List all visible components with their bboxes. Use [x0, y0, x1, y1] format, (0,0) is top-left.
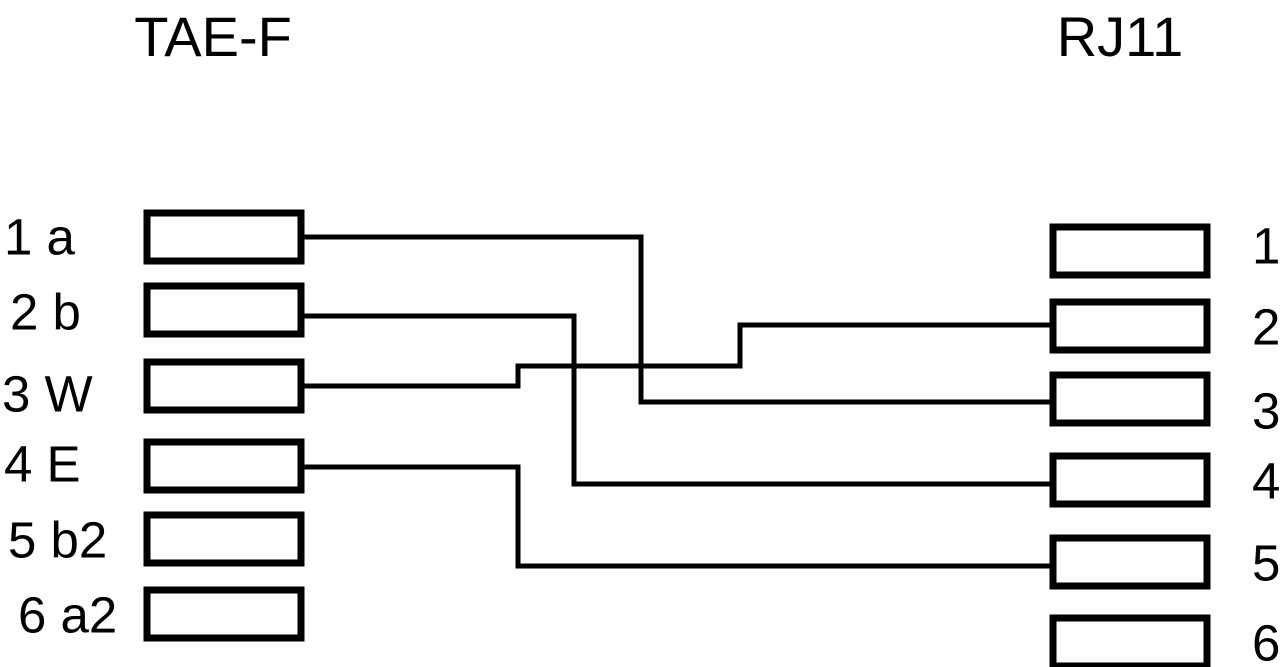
left-connector-title: TAE-F [134, 5, 292, 68]
wire-taef-3w-to-rj11-2 [301, 322, 1053, 389]
wire-taef-4e-to-rj11-5 [301, 464, 1053, 569]
rj11-pin-box-3 [1049, 371, 1211, 427]
rj11-pin-label-6: 6 [1252, 615, 1280, 667]
taef-pin-label-3w: 3 W [2, 366, 93, 423]
rj11-pin-box-2 [1049, 298, 1211, 354]
rj11-pin-box-5 [1049, 534, 1211, 590]
taef-pin-box-2b [143, 282, 305, 338]
wire-taef-2b-to-rj11-4 [301, 313, 1053, 487]
wire-taef-1a-to-rj11-3 [301, 234, 1053, 405]
taef-pin-box-1a [143, 209, 305, 265]
rj11-pin-label-5: 5 [1252, 535, 1280, 592]
pins-layer: 1 a 2 b 3 W 4 E 5 b2 6 a2 1 2 3 4 5 6 [2, 209, 1280, 667]
taef-pin-box-5b2 [143, 511, 305, 567]
rj11-pin-box-6 [1049, 614, 1211, 667]
taef-pin-label-2b: 2 b [10, 284, 81, 341]
rj11-pin-box-1 [1049, 223, 1211, 279]
wires-layer [301, 234, 1053, 569]
rj11-pin-label-2: 2 [1252, 299, 1280, 356]
taef-pin-label-5b2: 5 b2 [8, 512, 107, 569]
rj11-pin-label-1: 1 [1252, 218, 1280, 275]
right-connector-title: RJ11 [1057, 5, 1184, 68]
rj11-pin-label-4: 4 [1252, 453, 1280, 510]
taef-pin-box-3w [143, 358, 305, 414]
taef-pin-box-4e [143, 438, 305, 494]
taef-pin-box-6a2 [143, 586, 305, 642]
taef-pin-label-1a: 1 a [4, 209, 76, 266]
rj11-pin-label-3: 3 [1252, 383, 1280, 440]
taef-pin-label-4e: 4 E [4, 436, 81, 493]
taef-pin-label-6a2: 6 a2 [18, 587, 117, 644]
rj11-pin-box-4 [1049, 452, 1211, 508]
